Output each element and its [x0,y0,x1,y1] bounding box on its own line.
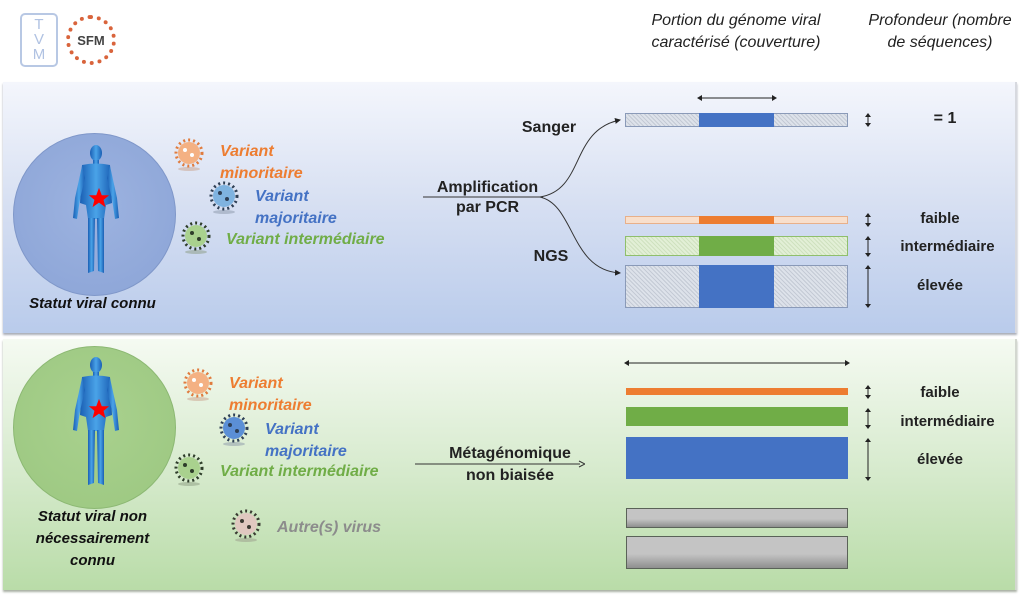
variant-majority-line2-bottom: majoritaire [265,443,347,460]
meta-high-depth-bar [626,437,848,479]
depth-label-sanger: = 1 [933,110,957,127]
depth-arrow-high-bottom [865,438,871,481]
virus-icon-intermediate-top [181,221,211,254]
coverage-header-line2: caractérisé (couverture) [651,34,821,51]
ngs-low-depth-bar [625,216,848,224]
variant-minority-line1-bottom: Variant [229,375,283,392]
unknown-status-caption: Statut viral non nécessairement connu [0,506,185,572]
variant-intermediate-label-bottom: Variant intermédiaire [220,463,379,480]
depth-header-line2: de séquences) [887,34,993,51]
variant-majority-line1-bottom: Variant [265,421,319,438]
variant-minority-line2-bottom: minoritaire [229,397,312,414]
variant-majority-line1: Variant [255,188,309,205]
ngs-low-covered-segment [699,216,774,224]
unknown-status-line2: nécessairement [35,530,150,547]
tvm-logo-letter-m: M [32,46,46,63]
tvm-logo-letter-v: V [33,31,44,48]
ngs-high-depth-bar [625,265,848,308]
variant-minority-label-top: Variant minoritaire [220,141,303,185]
metagenomic-line2: non biaisée [465,467,555,484]
depth-label-intermediate-bottom: intermédiaire [900,413,995,430]
pcr-method-label: Amplification par PCR [425,178,550,218]
ngs-intermediate-covered-segment [699,236,774,256]
other-virus-bar-1 [626,508,848,528]
other-virus-label: Autre(s) virus [277,519,382,536]
pcr-method-line2: par PCR [455,199,520,216]
other-virus-bar-2 [626,536,848,569]
coverage-header-line1: Portion du génome viral [651,12,821,29]
metagenomic-arrow [415,460,585,468]
variant-majority-line2: majoritaire [255,210,337,227]
sanger-coverage-bar [625,113,848,127]
tvm-logo: T V M [20,13,58,67]
pcr-branch-arrows [423,118,621,276]
coverage-arrow-full [624,360,850,366]
sfm-logo-text: SFM [77,32,105,48]
variant-intermediate-label-top: Variant intermédiaire [226,231,385,248]
unknown-status-line3: connu [70,552,115,569]
coverage-arrow-partial [697,95,777,101]
pcr-method-line1: Amplification [436,179,539,196]
depth-arrow-intermediate [865,236,871,257]
human-body-icon-top [73,145,119,273]
tvm-logo-letter-t: T [34,16,44,33]
depth-arrow-low [865,213,871,227]
depth-label-high-top: élevée [917,277,963,294]
variant-majority-label-bottom: Variant majoritaire [265,419,347,463]
depth-header-line1: Profondeur (nombre [868,12,1012,29]
depth-arrow-intermediate-bottom [865,408,871,429]
meta-intermediate-depth-bar [626,407,848,426]
depth-arrow-sanger [865,113,871,127]
depth-header: Profondeur (nombre de séquences) [856,10,1024,54]
infection-star-icon-bottom [88,398,110,419]
virus-icon-minority-bottom [183,368,213,401]
sanger-label: Sanger [521,119,577,136]
metagenomic-method-label: Métagénomique non biaisée [435,443,585,487]
unknown-status-line1: Statut viral non [37,508,148,525]
infection-star-icon-top [88,187,110,208]
depth-label-low-bottom: faible [920,384,960,401]
virus-icon-other-bottom [231,509,261,542]
known-status-caption: Statut viral connu [29,295,156,312]
virus-icon-intermediate-bottom [174,453,204,486]
coverage-header: Portion du génome viral caractérisé (cou… [636,10,836,54]
virus-icon-majority-bottom [219,413,249,446]
sanger-covered-segment [699,113,774,127]
variant-majority-label-top: Variant majoritaire [255,186,337,230]
depth-label-low-top: faible [920,210,960,227]
ngs-label: NGS [533,248,569,265]
meta-low-depth-bar [626,388,848,395]
human-body-icon-bottom [73,357,119,485]
ngs-high-covered-segment [699,265,774,308]
depth-arrow-low-bottom [865,385,871,399]
variant-minority-line1: Variant [220,143,274,160]
depth-arrow-high [865,265,871,308]
virus-icon-majority-top [209,181,239,214]
depth-label-high-bottom: élevée [917,451,963,468]
sfm-logo: SFM [66,15,116,65]
variant-minority-label-bottom: Variant minoritaire [229,373,312,417]
ngs-intermediate-depth-bar [625,236,848,256]
variant-minority-line2: minoritaire [220,165,303,182]
depth-label-intermediate-top: intermédiaire [900,238,995,255]
virus-icon-minority-top [174,138,204,171]
metagenomic-line1: Métagénomique [449,445,571,462]
